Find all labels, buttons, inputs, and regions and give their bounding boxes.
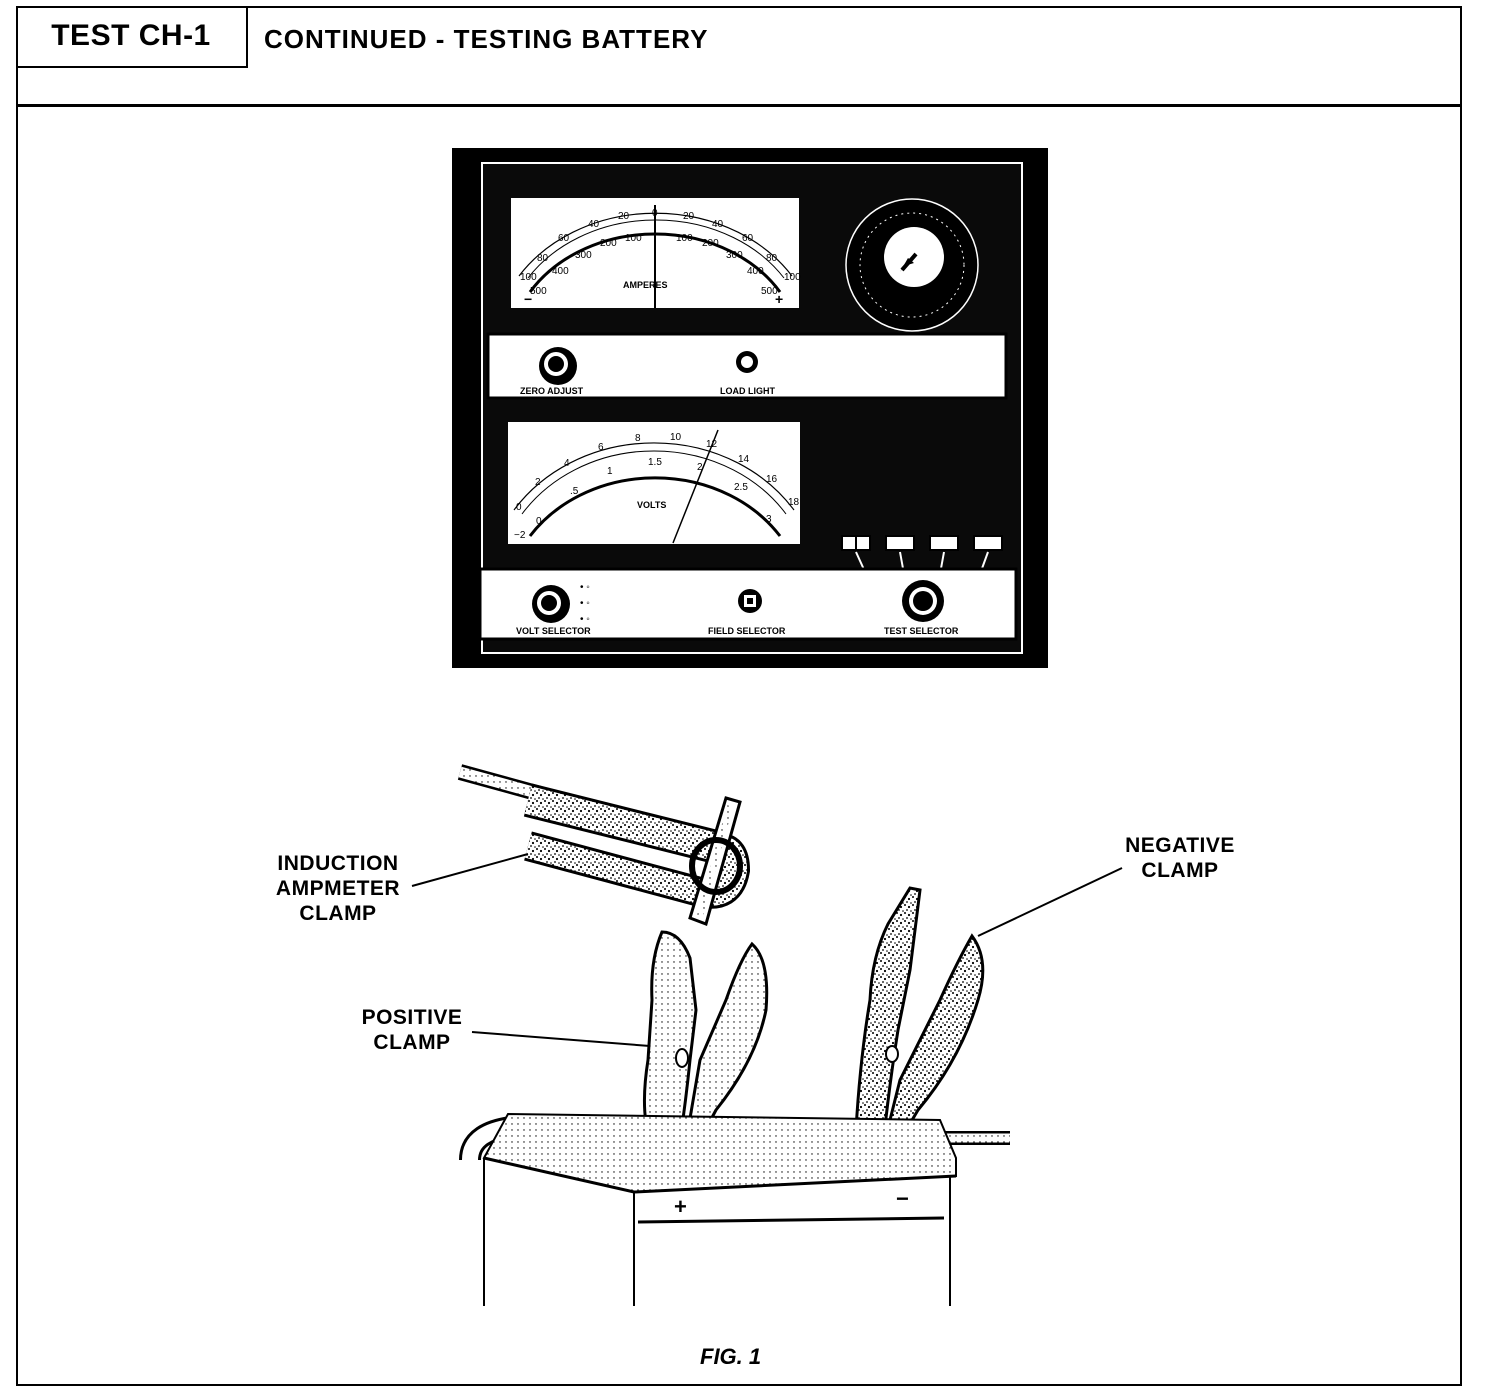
selector-strip: • ◦ • ◦ • ◦ VOLT SELECTOR FIELD SELECTOR… (478, 567, 1018, 641)
svg-text:0: 0 (652, 208, 658, 219)
negative-clamp (842, 886, 1010, 1158)
positive-clamp-label: POSITIVE CLAMP (361, 1006, 463, 1054)
negative-terminal-mark: − (896, 1186, 909, 1211)
battery-tester: AMPERES 100 80 60 40 20 0 20 40 60 80 10… (452, 148, 1048, 668)
svg-text:−: − (524, 291, 532, 307)
svg-text:100: 100 (676, 233, 693, 244)
zero-adjust-label: ZERO ADJUST (520, 386, 584, 396)
svg-text:1: 1 (607, 466, 613, 477)
svg-text:+: + (775, 291, 783, 307)
svg-text:60: 60 (742, 233, 754, 244)
svg-text:200: 200 (600, 238, 617, 249)
negative-clamp-label: NEGATIVE CLAMP (1125, 834, 1235, 882)
svg-text:20: 20 (683, 211, 695, 222)
svg-text:400: 400 (747, 266, 764, 277)
svg-text:80: 80 (766, 253, 778, 264)
svg-text:100: 100 (625, 233, 642, 244)
battery: + − (482, 1112, 957, 1306)
induction-ampmeter-clamp (688, 796, 743, 926)
svg-text:40: 40 (712, 219, 724, 230)
svg-text:2: 2 (535, 477, 541, 488)
svg-text:16: 16 (766, 474, 778, 485)
svg-text:−2: −2 (514, 530, 526, 541)
svg-text:40: 40 (588, 219, 600, 230)
svg-text:• ◦: • ◦ (580, 582, 590, 593)
svg-text:12: 12 (706, 439, 718, 450)
test-id-box: TEST CH-1 (16, 6, 248, 68)
voltmeter-label: VOLTS (637, 500, 666, 510)
svg-text:• ◦: • ◦ (580, 598, 590, 609)
cables-and-clamps (457, 764, 1010, 1162)
svg-text:20: 20 (618, 211, 630, 222)
svg-text:8: 8 (635, 433, 641, 444)
ammeter-label: AMPERES (623, 280, 668, 290)
svg-text:300: 300 (575, 250, 592, 261)
voltmeter: VOLTS 0 2 4 6 8 10 12 14 16 18 0 .5 1 1.… (508, 422, 800, 544)
svg-text:.5: .5 (570, 486, 579, 497)
svg-text:6: 6 (598, 442, 604, 453)
header-divider (16, 104, 1462, 107)
positive-terminal-mark: + (674, 1194, 687, 1219)
svg-text:80: 80 (537, 253, 549, 264)
svg-text:200: 200 (702, 238, 719, 249)
svg-text:2.5: 2.5 (734, 482, 748, 493)
ammeter: AMPERES 100 80 60 40 20 0 20 40 60 80 10… (511, 198, 801, 308)
svg-text:18: 18 (788, 497, 800, 508)
svg-text:4: 4 (564, 458, 570, 469)
field-selector-label: FIELD SELECTOR (708, 626, 786, 636)
adjust-strip: ZERO ADJUST LOAD LIGHT (486, 332, 1008, 400)
svg-text:3: 3 (766, 514, 772, 525)
induction-clamp-label: INDUCTION AMPMETER CLAMP (275, 852, 401, 925)
svg-text:• ◦: • ◦ (580, 614, 590, 625)
svg-text:2: 2 (697, 462, 703, 473)
volt-selector-label: VOLT SELECTOR (516, 626, 591, 636)
svg-text:14: 14 (738, 454, 750, 465)
svg-text:60: 60 (558, 233, 570, 244)
callout-leaders (411, 853, 1123, 1047)
test-id: TEST CH-1 (51, 19, 211, 52)
page-frame (16, 6, 1462, 1386)
svg-text:0: 0 (536, 516, 542, 527)
svg-text:100: 100 (784, 272, 801, 283)
test-selector-label: TEST SELECTOR (884, 626, 959, 636)
svg-text:500: 500 (761, 286, 778, 297)
load-light-label: LOAD LIGHT (720, 386, 775, 396)
page-title: CONTINUED - TESTING BATTERY (264, 24, 709, 54)
svg-text:0: 0 (516, 502, 522, 513)
svg-text:1.5: 1.5 (648, 457, 662, 468)
load-control-dial (845, 198, 979, 332)
svg-text:10: 10 (670, 432, 682, 443)
svg-text:100: 100 (520, 272, 537, 283)
svg-text:400: 400 (552, 266, 569, 277)
svg-text:500: 500 (530, 286, 547, 297)
svg-text:300: 300 (726, 250, 743, 261)
figure-caption: FIG. 1 (700, 1344, 762, 1369)
